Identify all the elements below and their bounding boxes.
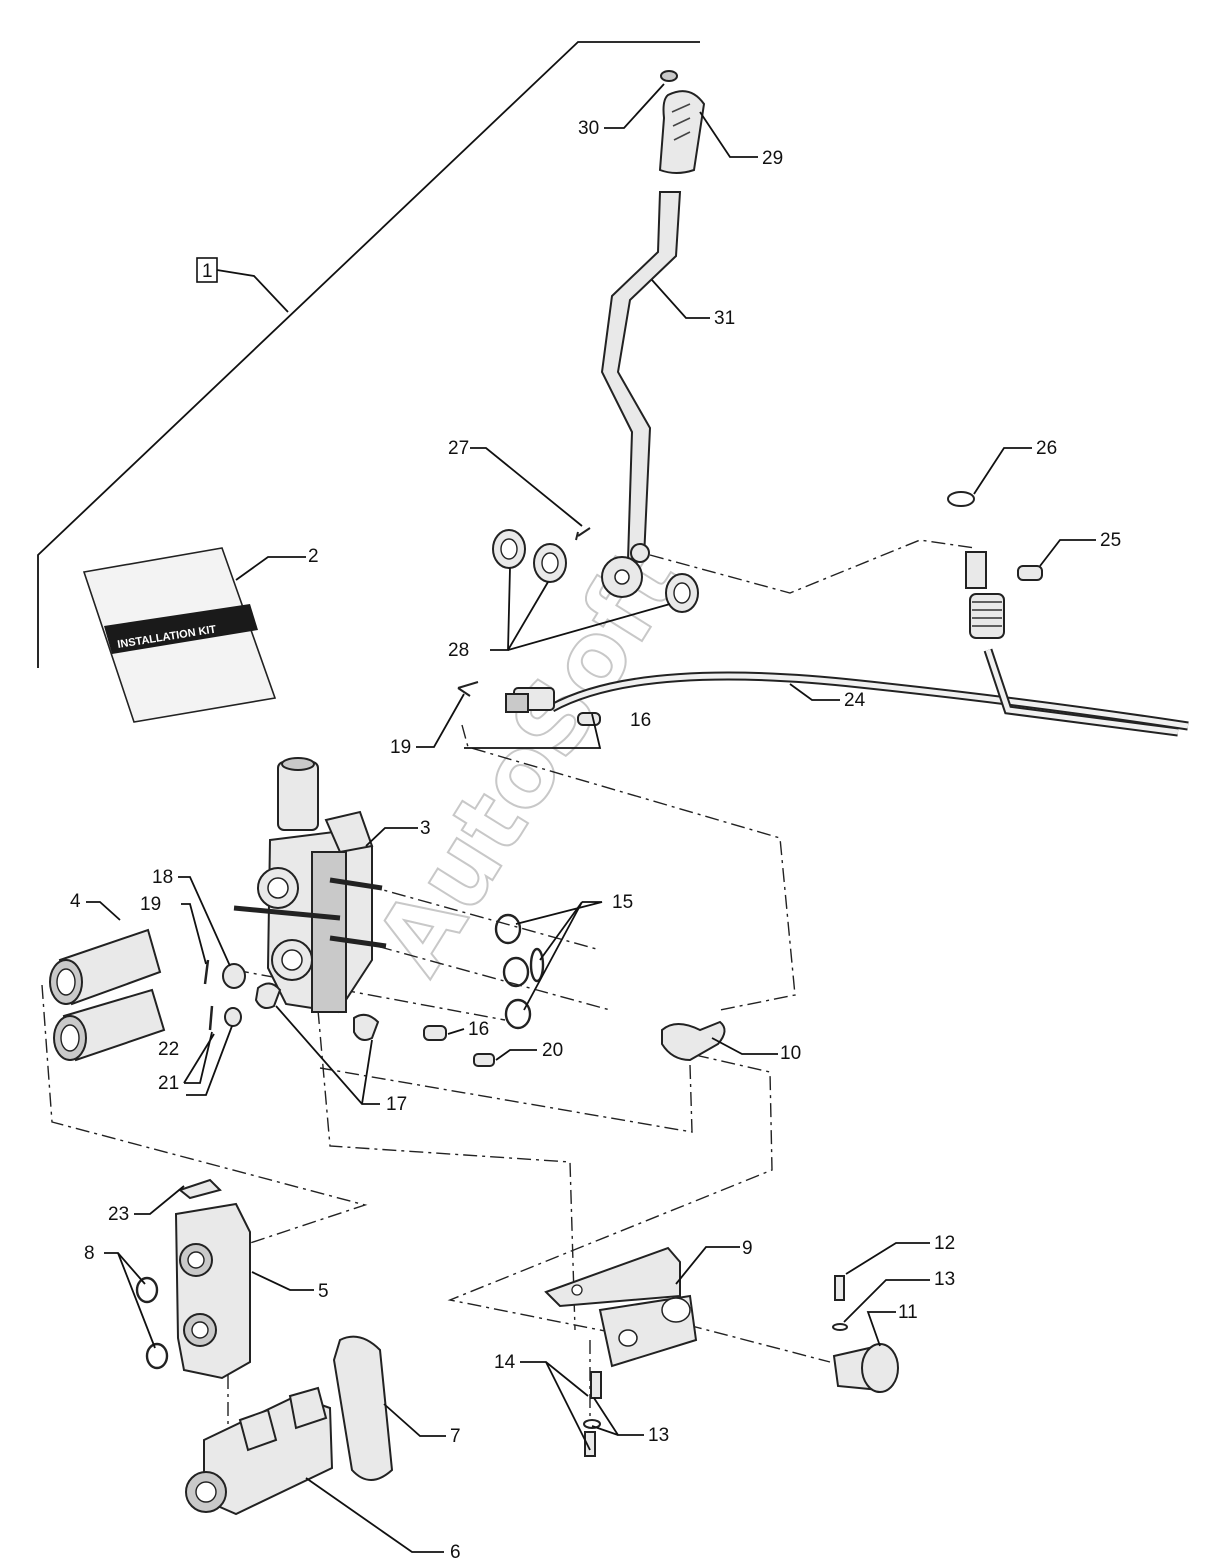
callout-27: 27	[448, 438, 469, 459]
o-ring-8a	[135, 1276, 159, 1304]
quick-couplers	[49, 928, 166, 1062]
plate-23	[177, 1178, 222, 1200]
callout-16b: 16	[468, 1019, 489, 1040]
pin-16	[423, 1025, 447, 1041]
control-valve	[233, 757, 387, 1014]
lever-knob	[658, 90, 706, 174]
cable-cotter-pin	[457, 681, 479, 697]
callout-30: 30	[578, 118, 599, 139]
callout-3: 3	[420, 818, 431, 839]
split-pin-19	[203, 959, 210, 985]
callout-labels: 2 3 4 5 6 7 8 9 10 11 12 13 13 14 15 16 …	[70, 118, 1121, 1563]
callout-16a: 16	[630, 710, 651, 731]
callout-24: 24	[844, 690, 866, 711]
callout-20: 20	[542, 1040, 563, 1061]
callout-19b: 19	[390, 737, 411, 758]
cable-end-pin	[577, 712, 601, 726]
end-plate	[185, 1386, 334, 1516]
pin-20	[473, 1053, 495, 1067]
callout-14: 14	[494, 1352, 516, 1373]
kit-number-label: 1	[202, 261, 213, 282]
installation-booklet: INSTALLATION KIT	[82, 547, 277, 723]
control-lever	[600, 191, 682, 562]
callout-13a: 13	[934, 1269, 955, 1290]
o-rings	[494, 913, 545, 1030]
callout-18: 18	[152, 867, 173, 888]
lever-pivot-group	[492, 527, 699, 613]
callout-8: 8	[84, 1243, 95, 1264]
callout-6: 6	[450, 1542, 461, 1563]
link-17b	[353, 1013, 380, 1041]
callout-23: 23	[108, 1204, 129, 1225]
leader-lines	[86, 83, 1096, 1553]
washer-18	[222, 963, 246, 989]
link-plate-10	[661, 1020, 726, 1062]
cable-clip	[947, 491, 975, 507]
cable-pin	[1017, 565, 1043, 581]
callout-21: 21	[158, 1073, 179, 1094]
callout-29: 29	[762, 148, 783, 169]
o-ring-8b	[145, 1342, 169, 1370]
callout-17: 17	[386, 1094, 407, 1115]
kit-bracket: 1	[37, 41, 700, 668]
callout-12: 12	[934, 1233, 955, 1254]
callout-11: 11	[898, 1302, 918, 1323]
screw-12	[834, 1275, 845, 1301]
callout-26: 26	[1036, 438, 1057, 459]
callout-10: 10	[780, 1043, 801, 1064]
split-pin-22	[208, 1005, 214, 1031]
callout-9: 9	[742, 1238, 753, 1259]
callout-25: 25	[1100, 530, 1121, 551]
washer-13a	[583, 1419, 601, 1429]
bolt-14b	[584, 1431, 596, 1457]
callout-13b: 13	[648, 1425, 669, 1446]
callout-2: 2	[308, 546, 319, 567]
callout-5: 5	[318, 1281, 329, 1302]
bolt-14a	[590, 1371, 602, 1399]
callout-31: 31	[714, 308, 735, 329]
callout-7: 7	[450, 1426, 461, 1447]
knob-11	[832, 1343, 899, 1393]
valve-section	[174, 1202, 251, 1380]
gasket	[332, 1335, 394, 1481]
washer-13b	[832, 1323, 848, 1331]
callout-4: 4	[70, 891, 81, 912]
callout-28: 28	[448, 640, 469, 661]
knob-plug	[660, 70, 678, 82]
watermark: AutoSoft	[355, 528, 703, 992]
washer-21	[224, 1007, 242, 1027]
callout-15: 15	[612, 892, 633, 913]
control-cable	[505, 551, 1189, 737]
callout-22: 22	[158, 1039, 179, 1060]
callout-19a: 19	[140, 894, 161, 915]
mounting-bracket	[544, 1246, 698, 1368]
link-17a	[254, 982, 282, 1009]
